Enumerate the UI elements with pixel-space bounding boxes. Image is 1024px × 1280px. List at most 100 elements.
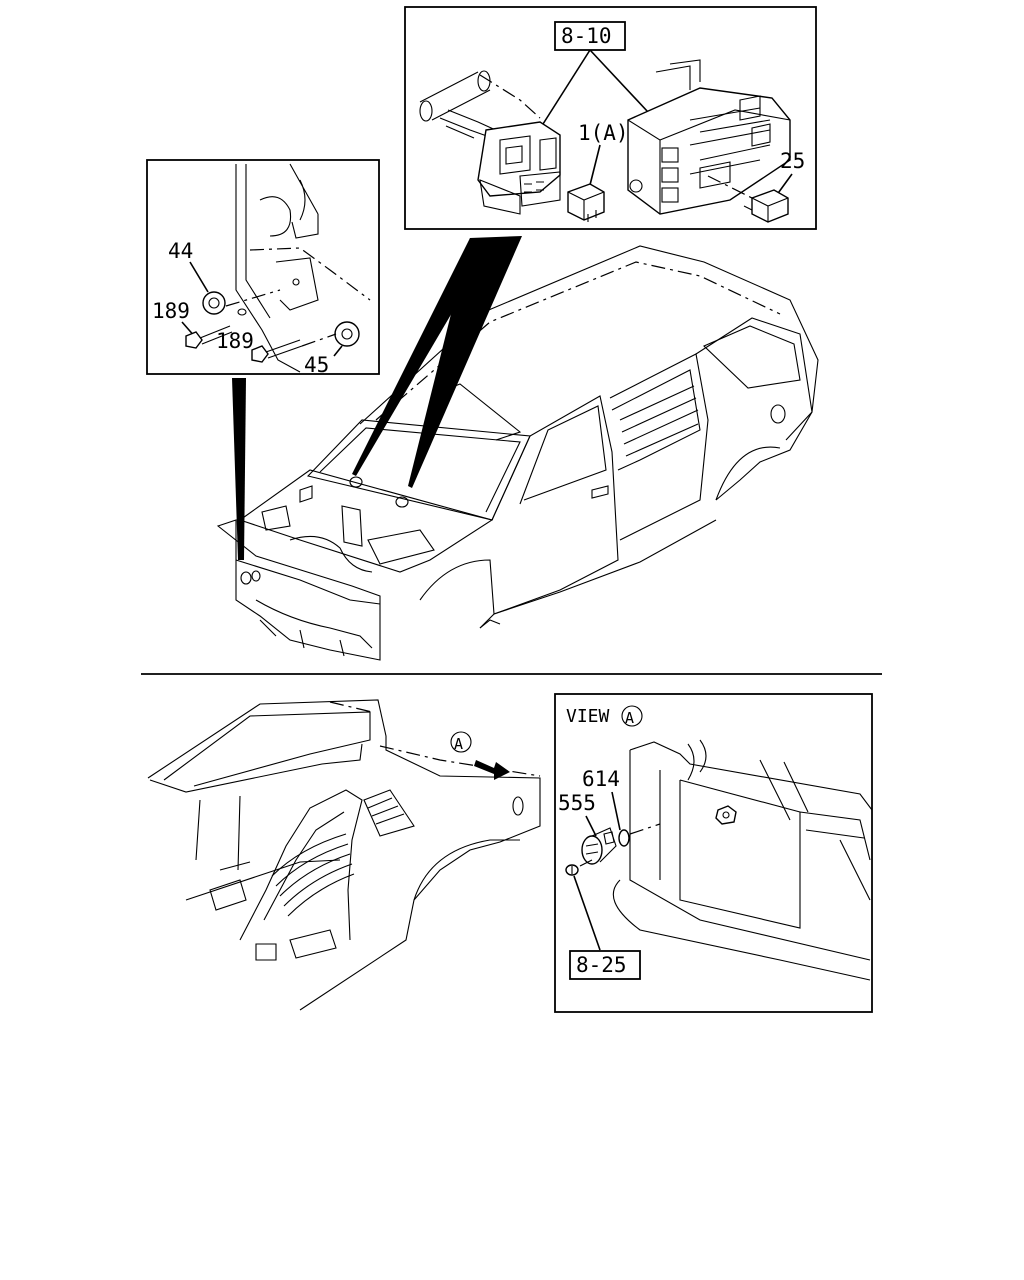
- pipe-bend: [687, 739, 707, 781]
- panel-top-edge: [629, 741, 873, 811]
- front-crossmember: [235, 559, 381, 605]
- screw-8-25: [565, 864, 579, 876]
- door-handle: [591, 485, 609, 499]
- cowl-mount-left: [349, 476, 363, 488]
- bracket-hole: [292, 278, 300, 286]
- bolt-189-a: [185, 325, 233, 349]
- cowl-mount-right: [395, 496, 409, 508]
- ref-box-8-25: [569, 950, 641, 980]
- ref-label-25: 25: [780, 149, 805, 173]
- horn-44-mount-line: [225, 289, 281, 307]
- component-555: [581, 827, 617, 865]
- firewall-details: [341, 505, 435, 565]
- leader-1a: [589, 144, 601, 186]
- ref-label-8-25: 8-25: [576, 953, 627, 977]
- relay-1a: [567, 183, 605, 222]
- roof-rear-edge: [149, 743, 363, 793]
- horn-44: [202, 291, 247, 316]
- rear-door-opening: [609, 353, 709, 541]
- relay-connector-block: [477, 121, 561, 215]
- rear-wheel-arch: [715, 446, 781, 501]
- rear-quarter-panel: [695, 317, 813, 501]
- side-floor-bracket: [209, 861, 251, 911]
- ref-label-1a: 1(A): [578, 121, 629, 145]
- lower-floor-details: [255, 929, 337, 961]
- relay-fusebox-inset: 8-10 1(A): [404, 6, 817, 230]
- panel-inner-frame: [659, 770, 801, 929]
- pointer-wedge-horn: [232, 378, 246, 560]
- horn-bracket: [275, 257, 319, 311]
- view-a-frame: [554, 693, 873, 1013]
- leader-44: [189, 261, 209, 293]
- view-a-title: VIEW: [566, 706, 610, 727]
- engine-bay-clip: [299, 485, 313, 503]
- rocker-end: [479, 619, 501, 629]
- roof-dash-line: [375, 261, 781, 421]
- body-panel-curve: [245, 164, 292, 319]
- relay-25: [743, 189, 789, 223]
- horn-45: [334, 321, 360, 347]
- body-dash-lines: [329, 701, 541, 777]
- leader-614: [611, 791, 621, 831]
- leader-8-10-fusebox: [589, 49, 649, 113]
- body-panel-detail: [289, 163, 319, 239]
- ref-label-555: 555: [558, 791, 596, 815]
- view-a-direction-arrow: [474, 760, 510, 780]
- fuse-relay-box: [627, 59, 791, 215]
- leader-8-25: [573, 875, 601, 951]
- front-wheel-arch: [419, 559, 495, 629]
- interior-pillars: [185, 795, 341, 901]
- horn-mount-point-2: [251, 570, 261, 582]
- panel-inner-top: [679, 779, 801, 813]
- washer-614: [618, 829, 630, 847]
- pointer-wedge-relay-right: [408, 236, 522, 488]
- lower-crossmember: [255, 599, 373, 649]
- component-555-mount-line: [579, 859, 593, 867]
- ref-label-8-10: 8-10: [561, 24, 612, 48]
- panel-right-edge: [839, 839, 871, 901]
- pointer-wedge-relay-left: [352, 238, 496, 476]
- leader-555: [585, 815, 597, 837]
- washer-mount-line: [629, 823, 661, 835]
- relay-25-mount-line: [707, 175, 753, 199]
- rear-quarter-window: [703, 325, 801, 389]
- ref-label-189-b: 189: [216, 329, 254, 353]
- a-pillar-interior: [439, 383, 522, 441]
- view-a-inset: VIEW A 614 555: [554, 693, 873, 1013]
- horn-inset-frame: [146, 159, 380, 375]
- cowl-panel: [238, 469, 494, 573]
- ref-label-189-a: 189: [152, 299, 190, 323]
- vehicle-body-shell: [216, 245, 819, 661]
- arrow-circle-letter: A: [454, 735, 463, 753]
- body-panel-edge: [235, 164, 301, 373]
- rear-interior-view: A: [147, 699, 541, 1011]
- view-a-title-letter: A: [625, 709, 634, 727]
- rear-interior-panel: [611, 369, 701, 471]
- rear-body-outline: [147, 699, 541, 1011]
- ref-label-614: 614: [582, 767, 620, 791]
- front-door-window: [519, 405, 607, 505]
- view-a-title-circle: [621, 705, 643, 727]
- ref-label-45: 45: [304, 353, 329, 377]
- leader-8-10-connector: [542, 49, 591, 125]
- upper-pipe: [759, 759, 809, 821]
- rocker-panel: [493, 519, 717, 615]
- cargo-floor-ribs: [271, 833, 355, 917]
- rear-floor-ribs: [619, 385, 699, 457]
- fuel-door: [770, 404, 786, 424]
- bracket-outline: [249, 247, 371, 301]
- rear-door-trim: [263, 811, 345, 921]
- leader-45: [333, 345, 343, 357]
- radiator-support: [216, 519, 381, 661]
- strut-tower-curve: [289, 535, 373, 573]
- panel-nut: [715, 805, 737, 825]
- roof-outline: [359, 245, 819, 441]
- windshield-inner: [319, 427, 521, 513]
- horn-mount-point: [240, 571, 252, 585]
- horn-bracket-inset: 44 189 189 45: [146, 159, 380, 377]
- ref-label-44: 44: [168, 239, 193, 263]
- rear-body-fuel-door: [512, 796, 524, 816]
- engine-bay-bracket: [261, 505, 291, 531]
- panel-left-edge: [629, 750, 871, 961]
